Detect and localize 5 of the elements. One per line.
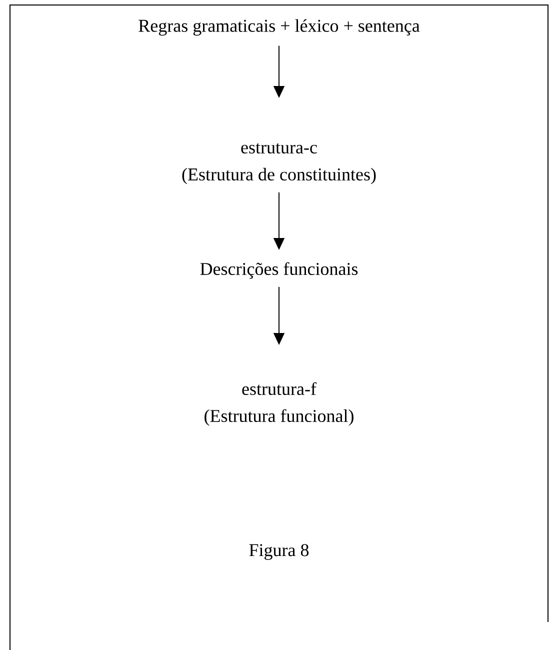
step-text: Regras gramaticais + léxico + sentença [138, 19, 420, 36]
step-text: Descrições funcionais [200, 262, 358, 279]
figure-caption: Figura 8 [249, 544, 309, 560]
step-text: estrutura-c (Estrutura de constituintes) [182, 143, 376, 184]
step-text: estrutura-f (Estrutura funcional) [204, 382, 354, 426]
